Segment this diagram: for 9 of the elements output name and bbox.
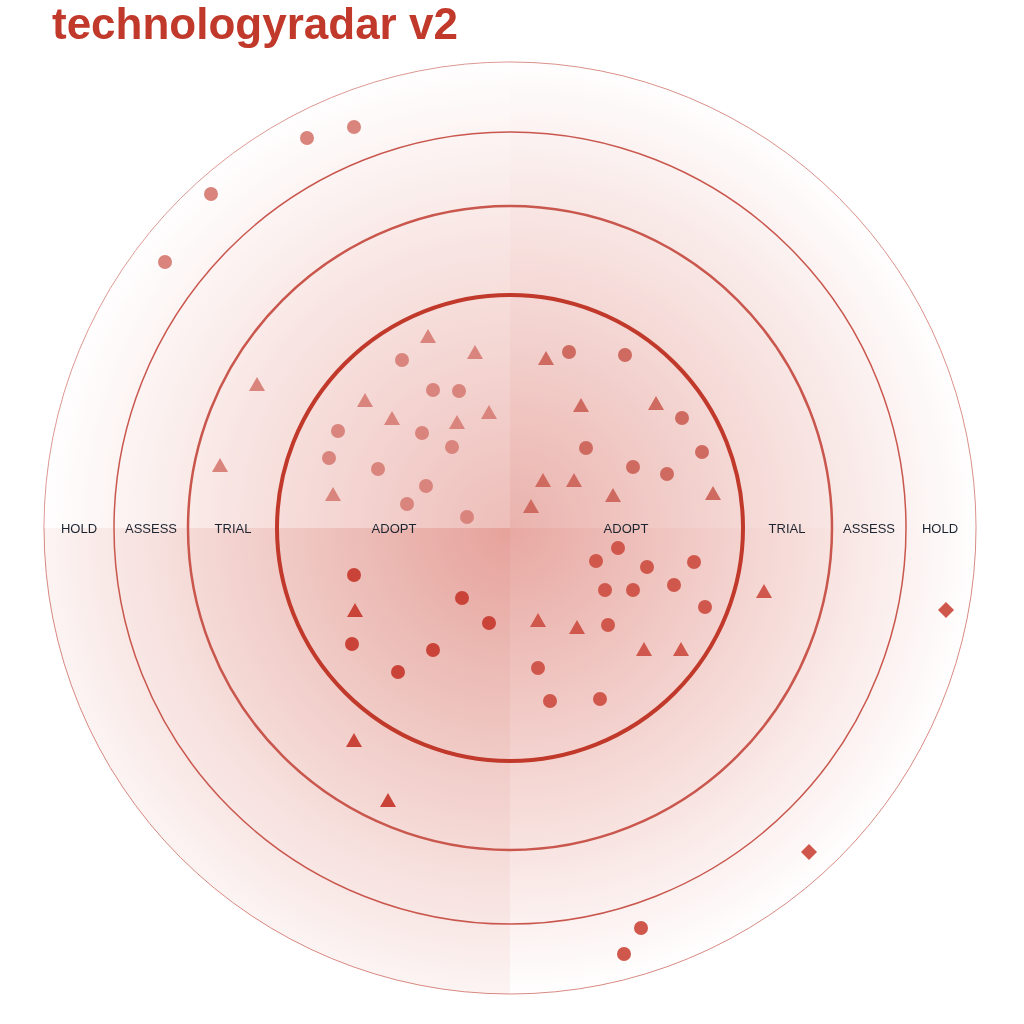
ring-label: ADOPT <box>371 520 417 536</box>
ring-label: HOLD <box>60 520 98 536</box>
title: technologyradar v2 <box>52 0 458 48</box>
ring-label: ASSESS <box>125 520 177 536</box>
ring-label: TRIAL <box>214 520 252 536</box>
ring-label: ADOPT <box>603 520 649 536</box>
ring-label: TRIAL <box>768 520 806 536</box>
ring-label: HOLD <box>921 520 959 536</box>
ring-label: ASSESS <box>843 520 895 536</box>
